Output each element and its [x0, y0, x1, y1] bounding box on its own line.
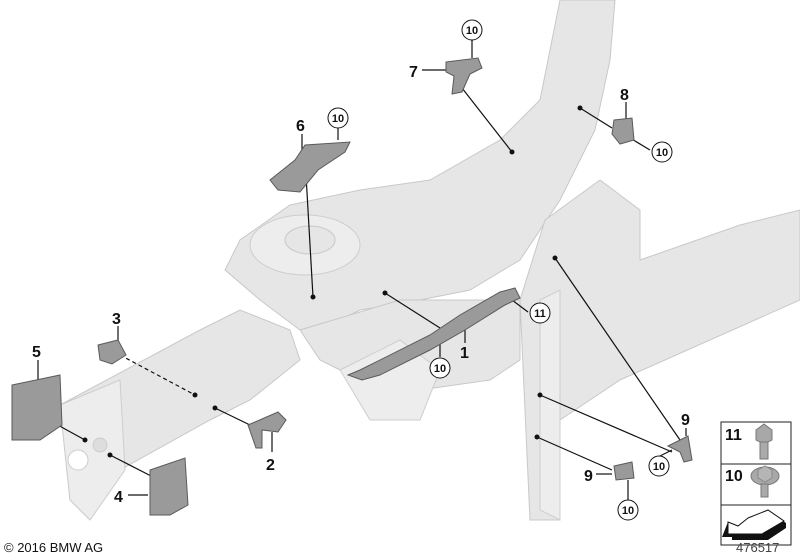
svg-text:10: 10 — [466, 25, 478, 37]
part-8-bracket — [611, 117, 635, 145]
bolt-with-collar-icon — [755, 423, 773, 460]
part-2-bracket — [247, 411, 287, 449]
callout-6: 6 — [296, 118, 305, 135]
fastener-legend: 11 10 — [720, 421, 792, 546]
callout-9-lower: 9 — [584, 468, 593, 485]
svg-text:11: 11 — [534, 308, 546, 320]
circled-callout-10: 10 — [461, 19, 483, 41]
part-6-bracket — [269, 141, 351, 193]
callout-8: 8 — [620, 87, 629, 104]
direction-arrow-icon — [722, 509, 786, 540]
part-7-bracket — [445, 57, 483, 95]
callout-5: 5 — [32, 344, 41, 361]
circled-callout-10: 10 — [327, 107, 349, 129]
svg-text:10: 10 — [332, 113, 344, 125]
svg-text:10: 10 — [653, 461, 665, 473]
callout-2: 2 — [266, 457, 275, 474]
legend-number-10: 10 — [725, 468, 743, 485]
circled-callout-10: 10 — [648, 455, 670, 477]
callout-4: 4 — [114, 489, 123, 506]
callout-3: 3 — [112, 311, 121, 328]
circled-callout-10: 10 — [651, 141, 673, 163]
part-shapes — [11, 57, 693, 516]
diagram-id: 476517 — [736, 540, 780, 555]
circled-callout-11: 11 — [529, 302, 551, 324]
callout-9-upper: 9 — [681, 412, 690, 429]
copyright-notice: © 2016 BMW AG — [4, 540, 104, 555]
legend-number-11: 11 — [725, 427, 742, 444]
callout-1: 1 — [460, 345, 469, 362]
bolt-with-washer-icon — [750, 465, 780, 498]
svg-text:10: 10 — [622, 505, 634, 517]
part-1-strut — [346, 287, 521, 381]
callouts: 1 2 3 4 5 6 7 8 9 9 10 10 10 11 10 10 10 — [32, 19, 690, 521]
part-4-plate — [149, 457, 189, 516]
circled-callout-10: 10 — [617, 499, 639, 521]
part-3-bracket — [97, 339, 127, 365]
part-5-plate — [11, 374, 63, 441]
part-9-upper-bracket — [666, 435, 693, 463]
svg-text:10: 10 — [434, 363, 446, 375]
part-9-lower-bracket — [613, 461, 635, 481]
svg-text:10: 10 — [656, 147, 668, 159]
circled-callout-10: 10 — [429, 357, 451, 379]
callout-7: 7 — [409, 64, 418, 81]
